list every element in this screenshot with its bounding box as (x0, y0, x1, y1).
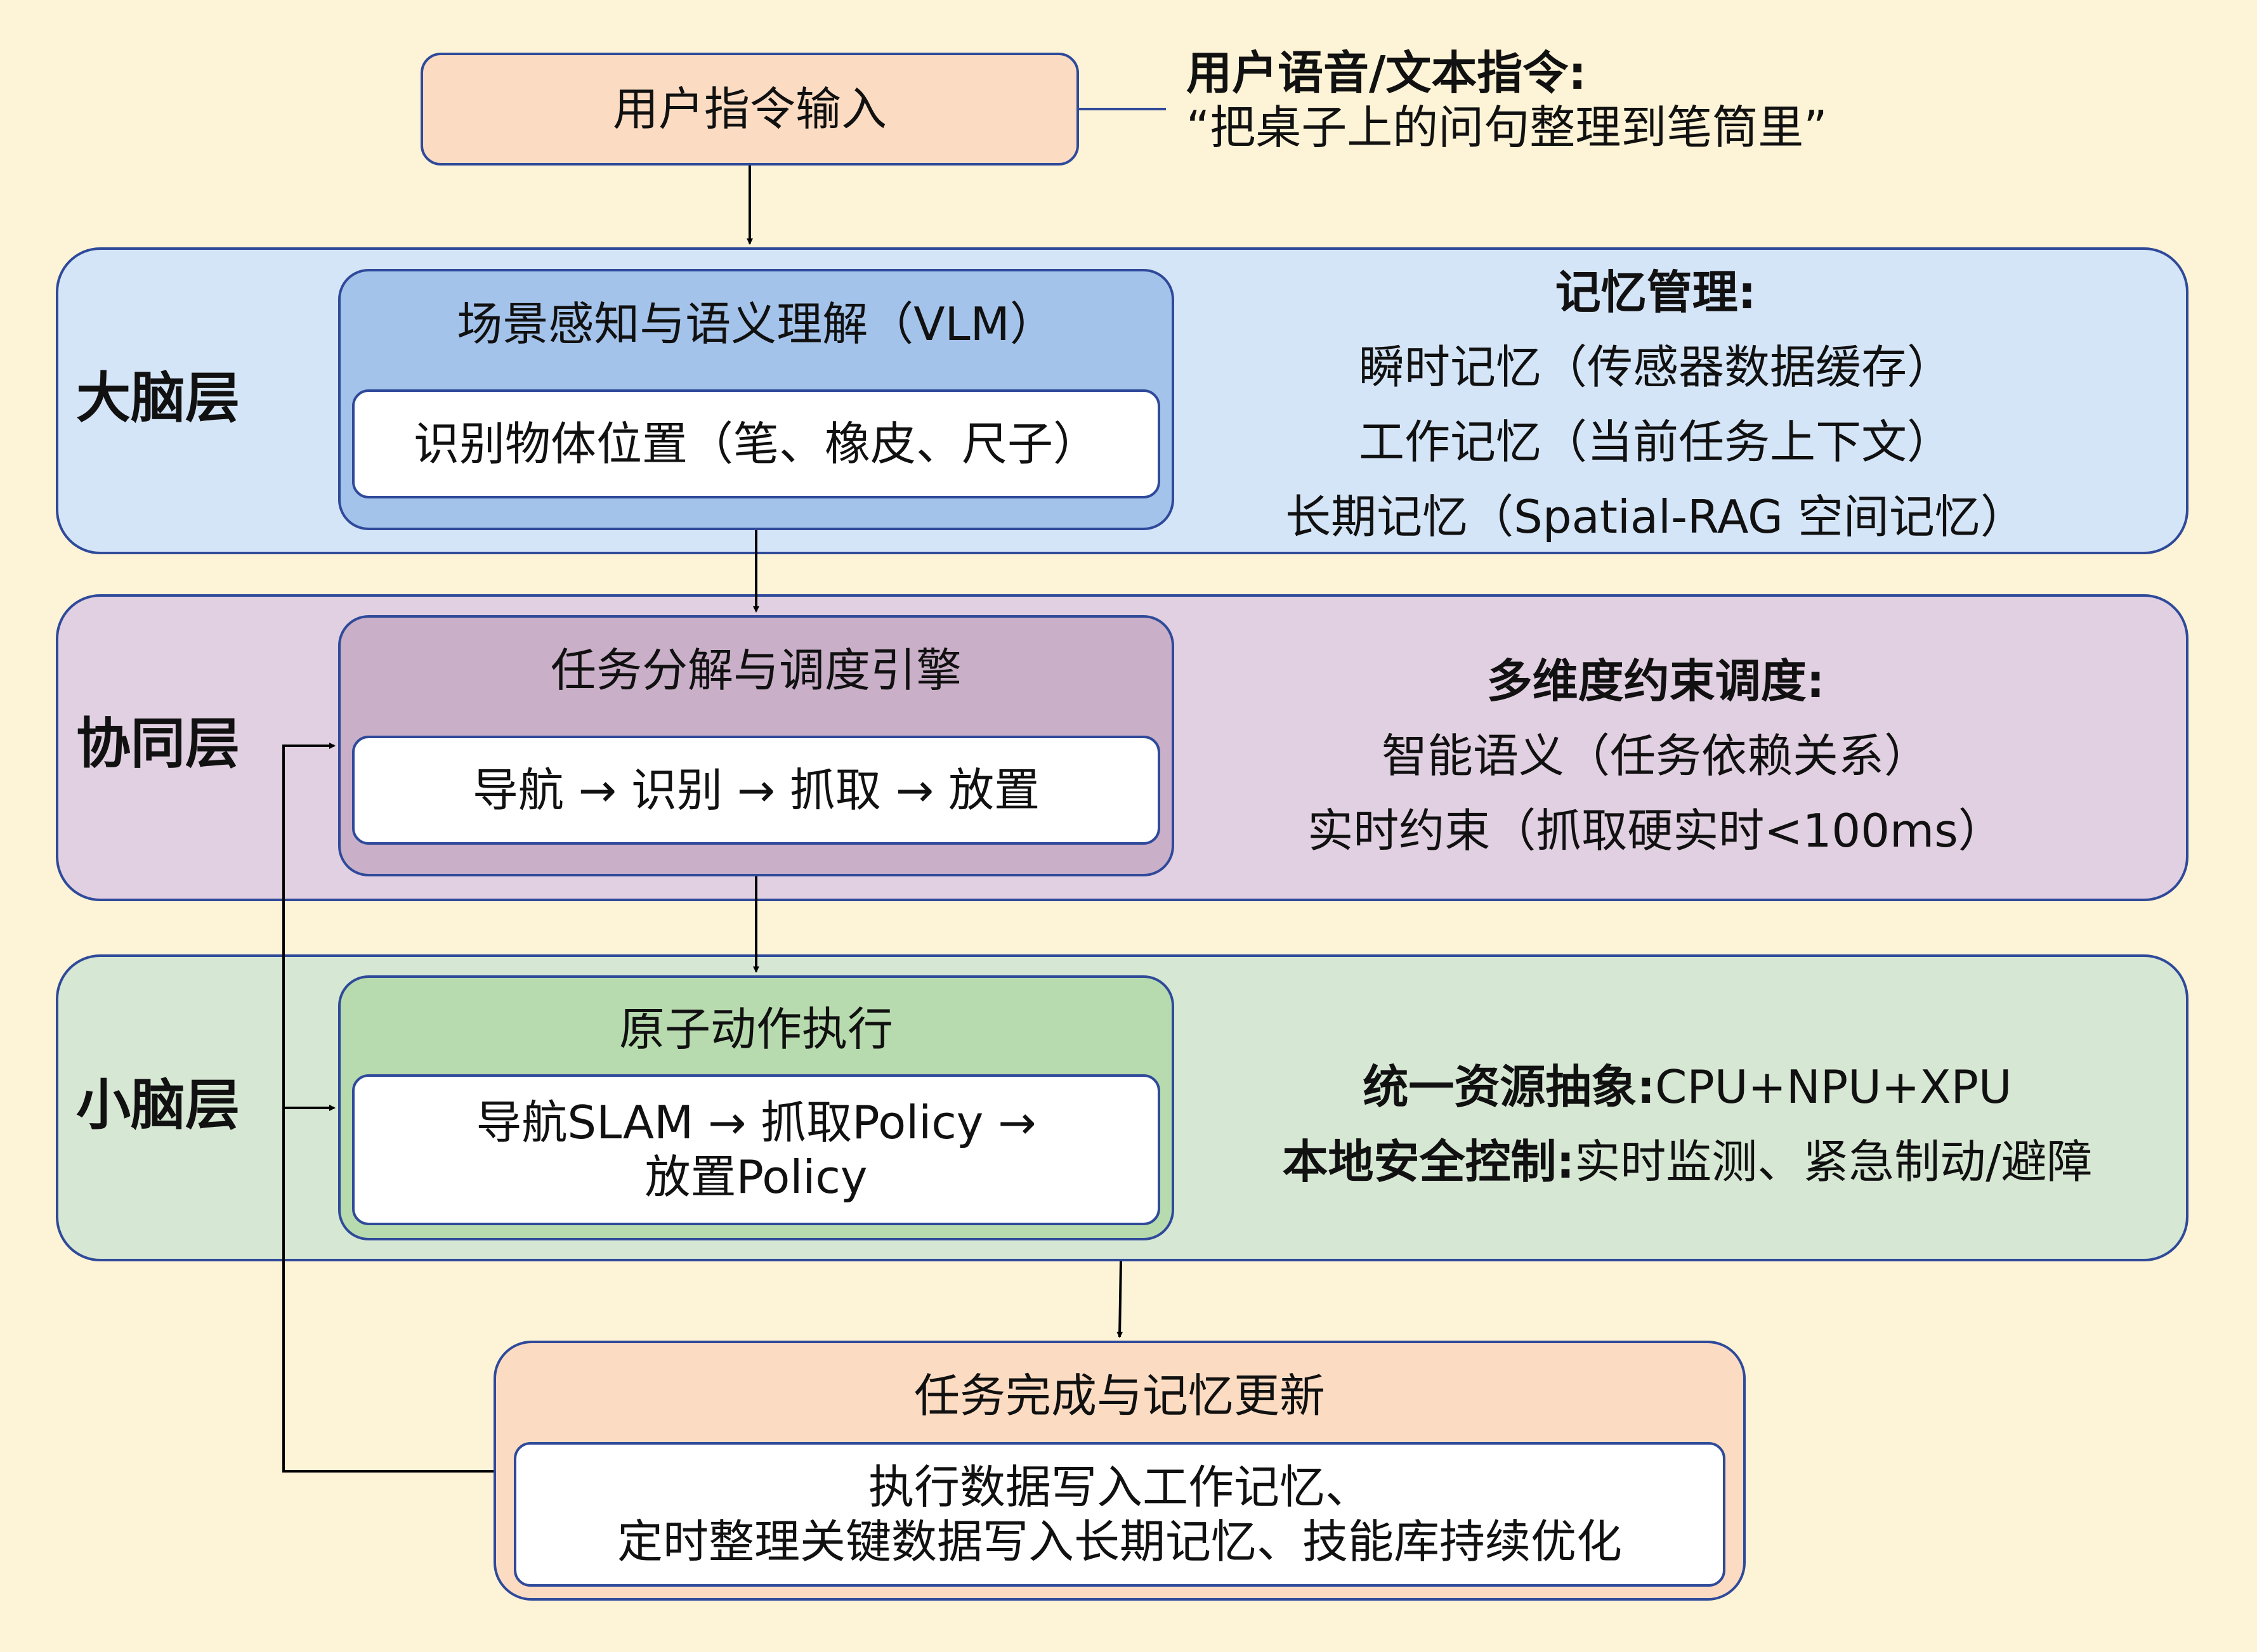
task-completion-box: 任务完成与记忆更新 执行数据写入工作记忆、 定时整理关键数据写入长期记忆、技能库… (494, 1341, 1746, 1601)
memory-line: 长期记忆（Spatial-RAG 空间记忆） (1285, 490, 2026, 543)
scene-perception-title: 场景感知与语义理解（VLM） (457, 297, 1056, 351)
atomic-action-title: 原子动作执行 (618, 1003, 893, 1056)
action-pipeline-line: 导航SLAM → 抓取Policy → (476, 1095, 1037, 1149)
safety-control-value: 实时监测、紧急制动/避障 (1574, 1135, 2093, 1188)
user-input-box: 用户指令输入 (421, 53, 1079, 166)
memory-management-title: 记忆管理: (1555, 266, 1757, 319)
resource-abstraction-line: 统一资源抽象:CPU+NPU+XPU (1186, 1050, 2188, 1124)
memory-line: 工作记忆（当前任务上下文） (1358, 415, 1953, 469)
safety-control-label: 本地安全控制: (1282, 1135, 1575, 1188)
task-scheduling-box: 任务分解与调度引擎 导航 → 识别 → 抓取 → 放置 (338, 615, 1174, 876)
memory-management-panel: 记忆管理: 瞬时记忆（传感器数据缓存） 工作记忆（当前任务上下文） 长期记忆（S… (1218, 255, 2093, 554)
memory-update-box: 执行数据写入工作记忆、 定时整理关键数据写入长期记忆、技能库持续优化 (514, 1442, 1725, 1587)
object-recognition-text: 识别物体位置（笔、橡皮、尺子） (413, 417, 1099, 471)
atomic-action-box: 原子动作执行 导航SLAM → 抓取Policy → 放置Policy (338, 975, 1174, 1240)
user-instruction-note: 用户语音/文本指令: “把桌子上的问句整理到笔筒里” (1186, 46, 1828, 155)
user-instruction-note-title: 用户语音/文本指令: (1186, 46, 1587, 100)
resource-abstraction-value: CPU+NPU+XPU (1655, 1060, 2012, 1114)
memory-line: 瞬时记忆（传感器数据缓存） (1358, 341, 1953, 394)
user-instruction-note-text: “把桌子上的问句整理到笔筒里” (1186, 101, 1828, 155)
action-pipeline-box: 导航SLAM → 抓取Policy → 放置Policy (352, 1074, 1160, 1225)
scene-perception-box: 场景感知与语义理解（VLM） 识别物体位置（笔、橡皮、尺子） (338, 269, 1174, 530)
coordination-layer-label: 协同层 (76, 712, 240, 776)
action-pipeline-line: 放置Policy (644, 1150, 868, 1204)
task-sequence-text: 导航 → 识别 → 抓取 → 放置 (472, 763, 1040, 817)
resource-abstraction-label: 统一资源抽象: (1363, 1060, 1656, 1114)
cerebellum-layer-label: 小脑层 (76, 1074, 240, 1137)
resource-safety-panel: 统一资源抽象:CPU+NPU+XPU 本地安全控制:实时监测、紧急制动/避障 (1186, 1050, 2188, 1199)
task-scheduling-title: 任务分解与调度引擎 (550, 644, 962, 697)
constraint-line: 智能语义（任务依赖关系） (1381, 729, 1930, 783)
arrow-cerebellum-to-completion (1116, 1261, 1123, 1338)
task-completion-title: 任务完成与记忆更新 (913, 1369, 1325, 1422)
brain-layer-label: 大脑层 (76, 367, 240, 430)
memory-update-line: 执行数据写入工作记忆、 (868, 1460, 1371, 1514)
user-input-title: 用户指令输入 (612, 82, 887, 136)
object-recognition-box: 识别物体位置（笔、橡皮、尺子） (352, 389, 1160, 498)
task-sequence-box: 导航 → 识别 → 抓取 → 放置 (352, 736, 1160, 845)
constraint-scheduling-title: 多维度约束调度: (1486, 654, 1825, 708)
safety-control-line: 本地安全控制:实时监测、紧急制动/避障 (1186, 1124, 2188, 1199)
constraint-line: 实时约束（抓取硬实时<100ms） (1307, 804, 2004, 857)
memory-update-line: 定时整理关键数据写入长期记忆、技能库持续优化 (617, 1515, 1622, 1568)
constraint-scheduling-panel: 多维度约束调度: 智能语义（任务依赖关系） 实时约束（抓取硬实时<100ms） (1218, 644, 2093, 868)
